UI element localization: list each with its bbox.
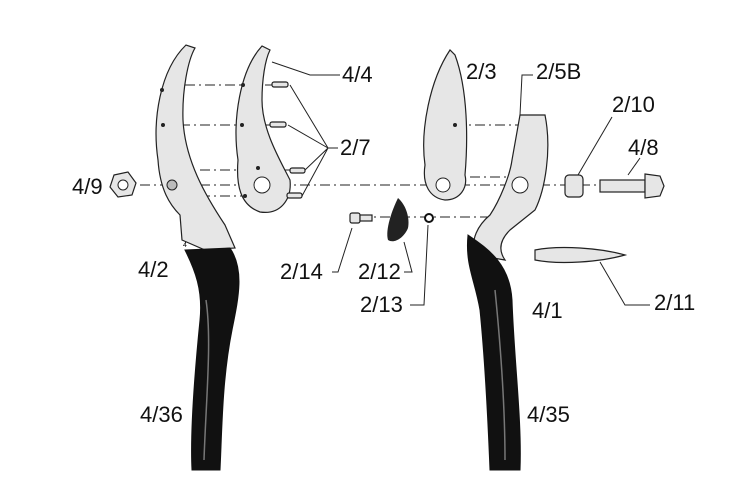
part-2-11-spring [534, 246, 650, 306]
part-2-13-washer [424, 213, 434, 223]
label-2-11: 2/11 [654, 290, 695, 315]
label-4-4: 4/4 [342, 62, 373, 87]
label-2-5b: 2/5B [536, 59, 581, 84]
label-4-8: 4/8 [628, 135, 659, 160]
leader-lines [271, 61, 641, 306]
part-2-14-screw [349, 212, 373, 224]
part-4-4-anvil [235, 45, 291, 213]
label-4-1: 4/1 [532, 298, 563, 323]
part-4-9-nut [109, 171, 137, 198]
part-2-12-plate [387, 198, 409, 242]
part-4-1-handle-right [466, 114, 549, 471]
label-2-7: 2/7 [340, 135, 371, 160]
label-2-3: 2/3 [466, 59, 497, 84]
part-2-10-nut [564, 174, 584, 198]
label-2-13: 2/13 [360, 292, 403, 317]
label-4-36: 4/36 [140, 402, 183, 427]
label-2-10: 2/10 [612, 92, 655, 117]
label-4-35: 4/35 [527, 402, 570, 427]
handle-marking: 4 [183, 242, 187, 249]
part-2-3-blade [423, 49, 468, 201]
part-2-7-rivets [269, 81, 338, 199]
label-2-12: 2/12 [358, 259, 401, 284]
part-4-8-bolt [599, 173, 665, 199]
label-4-9: 4/9 [72, 174, 103, 199]
label-4-2: 4/2 [138, 257, 169, 282]
part-4-2-handle-left: 4 [155, 44, 240, 471]
label-2-14: 2/14 [280, 259, 323, 284]
